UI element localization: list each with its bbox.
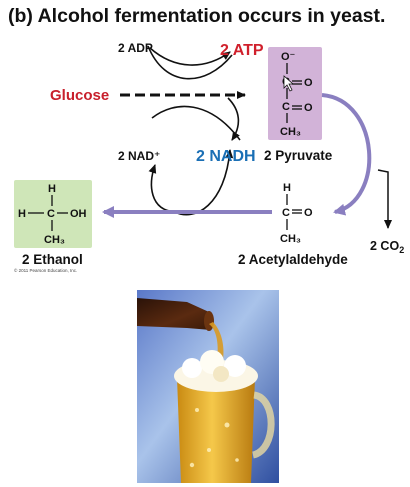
svg-text:C: C [47, 208, 55, 220]
svg-text:OH: OH [70, 208, 87, 220]
pyruvate-to-acetaldehyde-arrow [321, 93, 372, 216]
svg-text:C: C [282, 101, 290, 113]
fermentation-diagram: 2 ADP 2 ATP Glucose 2 NAD⁺ 2 NADH 2 Pyru… [14, 41, 404, 273]
co2-label: 2 CO2 [370, 239, 404, 255]
nad-nadh-arrow [151, 105, 241, 141]
ethanol-box [14, 180, 92, 248]
co2-arrow [377, 169, 392, 229]
acetaldehyde-label: 2 Acetylaldehyde [238, 252, 348, 267]
atp-label: 2 ATP [220, 42, 264, 59]
beer-pour-photo [137, 290, 279, 483]
pyruvate-label: 2 Pyruvate [264, 148, 333, 163]
svg-text:H: H [283, 182, 291, 194]
ethanol-label: 2 Ethanol [22, 252, 83, 267]
energy-loop-top [147, 45, 233, 80]
svg-text:H: H [48, 183, 56, 195]
adp-atp-arrow [149, 47, 231, 66]
svg-text:O⁻: O⁻ [281, 51, 296, 63]
adp-label: 2 ADP [118, 41, 153, 55]
glucose-label: Glucose [50, 87, 109, 104]
svg-text:CH₃: CH₃ [44, 234, 65, 246]
cursor-icon [283, 75, 295, 92]
svg-text:O: O [304, 207, 313, 219]
nadh-nad-arrow [174, 149, 234, 216]
svg-text:CH₃: CH₃ [280, 126, 301, 138]
page-title: (b) Alcohol fermentation occurs in yeast… [8, 5, 386, 27]
nadh-label: 2 NADH [196, 148, 256, 165]
svg-text:H: H [18, 208, 26, 220]
svg-text:CH₃: CH₃ [280, 233, 301, 245]
copyright-text: © 2011 Pearson Education, Inc. [14, 267, 77, 273]
energy-loop-down [227, 97, 240, 141]
svg-text:O: O [304, 102, 313, 114]
svg-text:O: O [304, 77, 313, 89]
pyruvate-box [268, 47, 322, 140]
nad-label: 2 NAD⁺ [118, 149, 160, 163]
nad-loop-bottom [148, 164, 176, 213]
acetaldehyde-structure: H C O CH₃ [280, 182, 313, 245]
svg-text:C: C [282, 207, 290, 219]
ethanol-structure: H H C OH CH₃ [18, 183, 87, 246]
